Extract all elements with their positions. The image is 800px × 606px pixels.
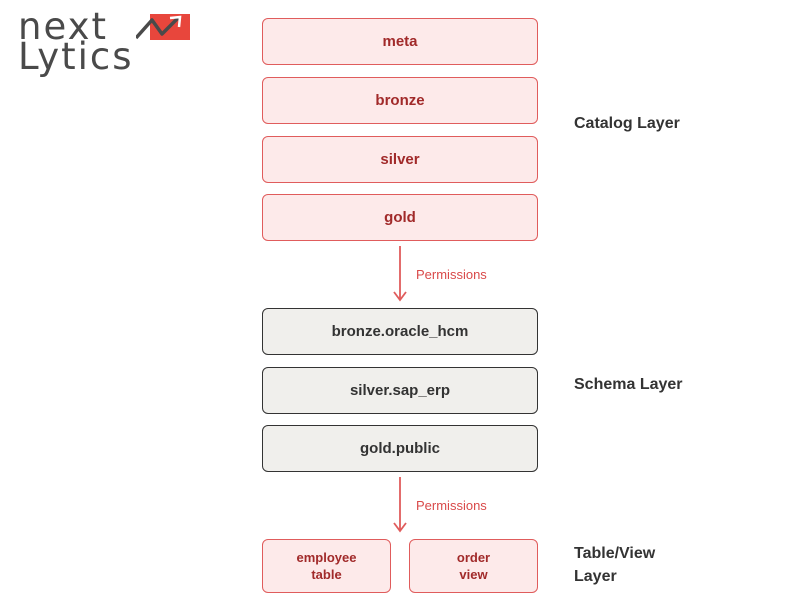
table-box-employee-table: employee table bbox=[262, 539, 391, 593]
permissions-label-1: Permissions bbox=[416, 267, 487, 282]
table-box-order-line1: order bbox=[456, 550, 491, 565]
catalog-box-gold: gold bbox=[262, 194, 538, 241]
catalog-box-bronze: bronze bbox=[262, 77, 538, 124]
permissions-arrow-2 bbox=[393, 477, 407, 533]
catalog-layer-label: Catalog Layer bbox=[574, 115, 680, 132]
schema-box-gold-public: gold.public bbox=[262, 425, 538, 472]
table-box-employee-line2: table bbox=[311, 567, 342, 582]
table-box-order-line2: view bbox=[459, 567, 488, 582]
catalog-box-silver: silver bbox=[262, 136, 538, 183]
nextlytics-logo: next Lytics bbox=[18, 5, 190, 78]
table-view-layer-label: Table/View Layer bbox=[574, 542, 655, 588]
trend-arrow-icon bbox=[136, 14, 190, 40]
logo-text-line-2: Lytics bbox=[18, 35, 134, 78]
schema-box-silver-sap-erp: silver.sap_erp bbox=[262, 367, 538, 414]
table-box-employee-line1: employee bbox=[296, 550, 357, 565]
catalog-box-meta: meta bbox=[262, 18, 538, 65]
schema-layer-label: Schema Layer bbox=[574, 376, 683, 393]
table-view-layer-label-line1: Table/View bbox=[574, 545, 656, 562]
permissions-label-2: Permissions bbox=[416, 498, 487, 513]
table-box-order-view: order view bbox=[409, 539, 538, 593]
table-view-layer-label-line2: Layer bbox=[574, 568, 617, 585]
permissions-arrow-1 bbox=[393, 246, 407, 302]
logo-text-line-1: next bbox=[18, 5, 108, 48]
schema-box-bronze-oracle-hcm: bronze.oracle_hcm bbox=[262, 308, 538, 355]
